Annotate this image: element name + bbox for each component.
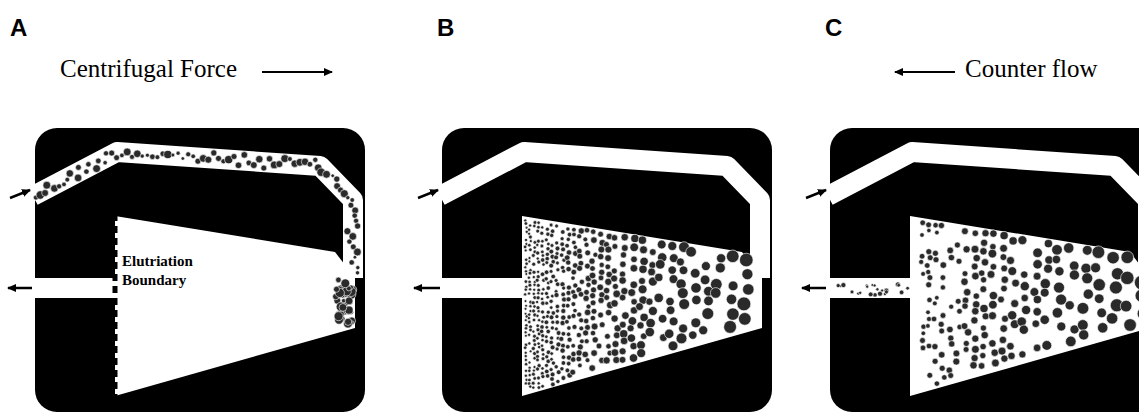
panel-letter: C xyxy=(825,14,842,42)
boundary-label: Elutriation Boundary xyxy=(122,252,218,290)
force-label: Centrifugal Force xyxy=(60,55,237,83)
panel-letter: A xyxy=(10,14,27,42)
flow-label: Counter flow xyxy=(965,55,1098,83)
panel-letter: B xyxy=(437,14,454,42)
